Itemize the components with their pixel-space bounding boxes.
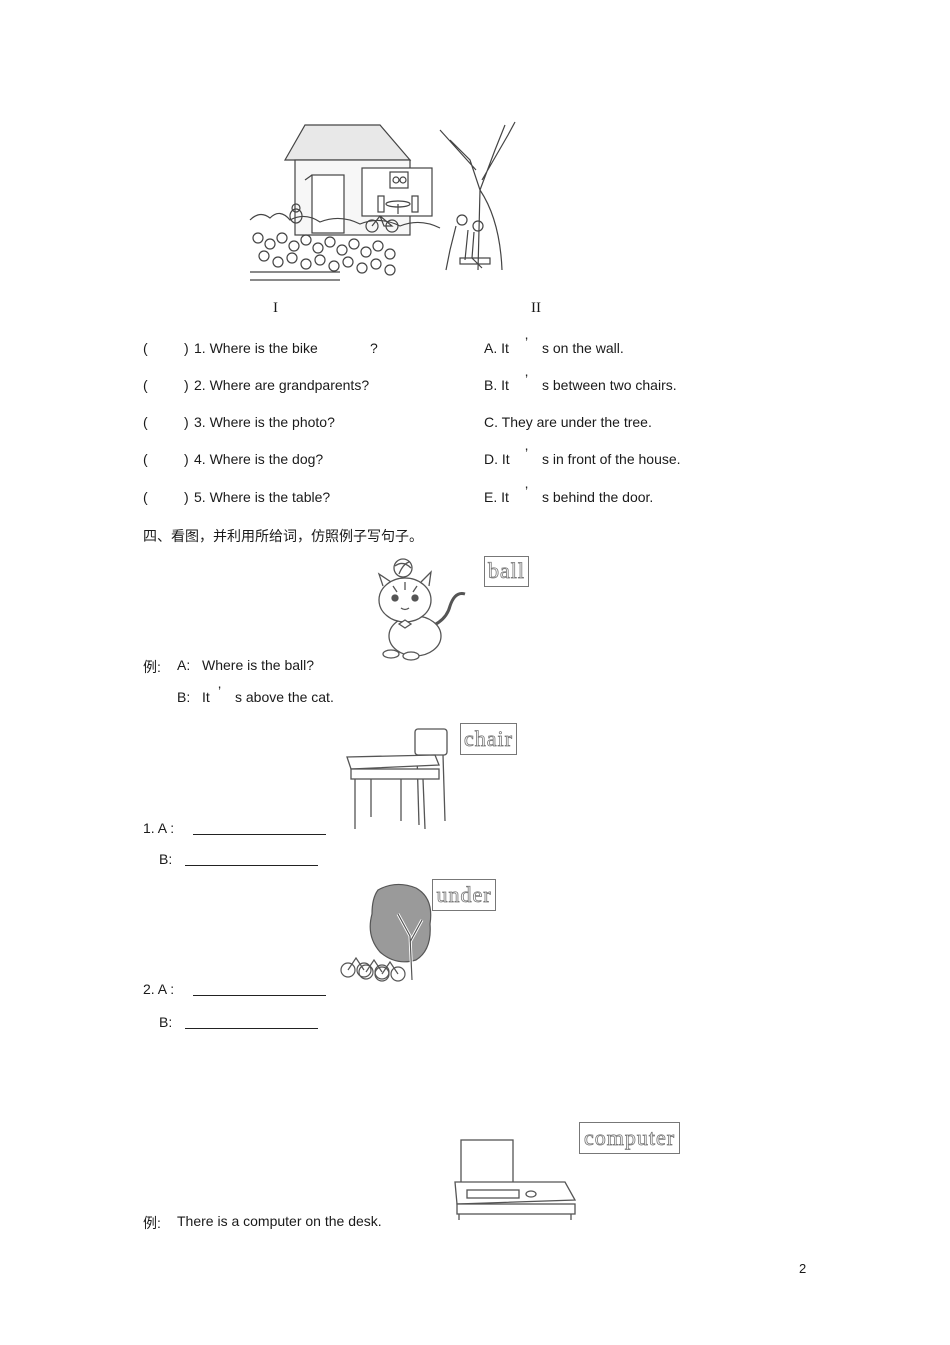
word-box-computer: computer — [579, 1122, 680, 1154]
question-2-paren-open: ( — [143, 377, 148, 393]
example-2-text: There is a computer on the desk. — [177, 1213, 382, 1229]
example-a-text: Where is the ball? — [202, 657, 315, 673]
example-b-label: B: — [177, 689, 191, 705]
question-3-text: 3. Where is the photo? — [194, 414, 335, 430]
question-1-text: 1. Where is the bike — [194, 340, 318, 356]
desk-and-chair-illustration — [346, 728, 448, 830]
answer-d-start: D. It — [484, 451, 510, 467]
answer-b-start: B. It — [484, 377, 509, 393]
question-5-text: 5. Where is the table? — [194, 489, 331, 505]
question-3-paren-open: ( — [143, 414, 148, 430]
example-2-label: 例: — [143, 1215, 161, 1231]
answer-a-end: s on the wall. — [542, 340, 624, 356]
column-header-ii: II — [531, 300, 541, 316]
question-2-a-label: 2. A : — [143, 981, 175, 997]
answer-e-end: s behind the door. — [542, 489, 654, 505]
answer-a-start: A. It — [484, 340, 509, 356]
page-number: 2 — [799, 1261, 807, 1276]
word-box-ball: ball — [484, 556, 529, 587]
question-1-a-blank[interactable] — [193, 821, 326, 835]
answer-e-apostrophe: ’ — [525, 483, 529, 499]
computer-on-desk-illustration — [454, 1139, 577, 1220]
question-1-a-label: 1. A : — [143, 820, 175, 836]
question-2-b-blank[interactable] — [185, 1015, 318, 1029]
word-box-chair: chair — [460, 723, 517, 755]
example-b-pre: It — [202, 689, 210, 705]
answer-e-start: E. It — [484, 489, 509, 505]
question-2-a-blank[interactable] — [193, 982, 326, 996]
bikes-under-tree-illustration — [340, 883, 432, 982]
answer-b-apostrophe: ’ — [525, 371, 529, 387]
question-5-paren-close: ) — [184, 489, 189, 505]
example-b-apostrophe: ’ — [218, 683, 222, 699]
cat-with-ball-illustration — [377, 558, 466, 661]
answer-b-end: s between two chairs. — [542, 377, 677, 393]
example-a-label: A: — [177, 657, 191, 673]
question-2-b-label: B: — [159, 1014, 173, 1030]
answer-d-end: s in front of the house. — [542, 451, 681, 467]
example-b-post: s above the cat. — [235, 689, 334, 705]
question-4-paren-close: ) — [184, 451, 189, 467]
word-box-under: under — [432, 879, 496, 911]
column-header-i: I — [273, 300, 278, 316]
question-1-paren-close: ) — [184, 340, 189, 356]
section-4-title: 四、看图，并利用所给词，仿照例子写句子。 — [143, 528, 423, 544]
question-4-paren-open: ( — [143, 451, 148, 467]
question-5-paren-open: ( — [143, 489, 148, 505]
example-label: 例: — [143, 659, 161, 675]
question-1-b-blank[interactable] — [185, 852, 318, 866]
answer-c-text: C. They are under the tree. — [484, 414, 652, 430]
answer-a-apostrophe: ’ — [525, 334, 529, 350]
question-1-paren-open: ( — [143, 340, 148, 356]
answer-d-apostrophe: ’ — [525, 445, 529, 461]
question-4-text: 4. Where is the dog? — [194, 451, 324, 467]
question-2-paren-close: ) — [184, 377, 189, 393]
question-1-tail: ? — [370, 340, 378, 356]
question-1-b-label: B: — [159, 851, 173, 867]
question-3-paren-close: ) — [184, 414, 189, 430]
question-2-text: 2. Where are grandparents? — [194, 377, 370, 393]
house-scene-illustration — [249, 121, 516, 281]
